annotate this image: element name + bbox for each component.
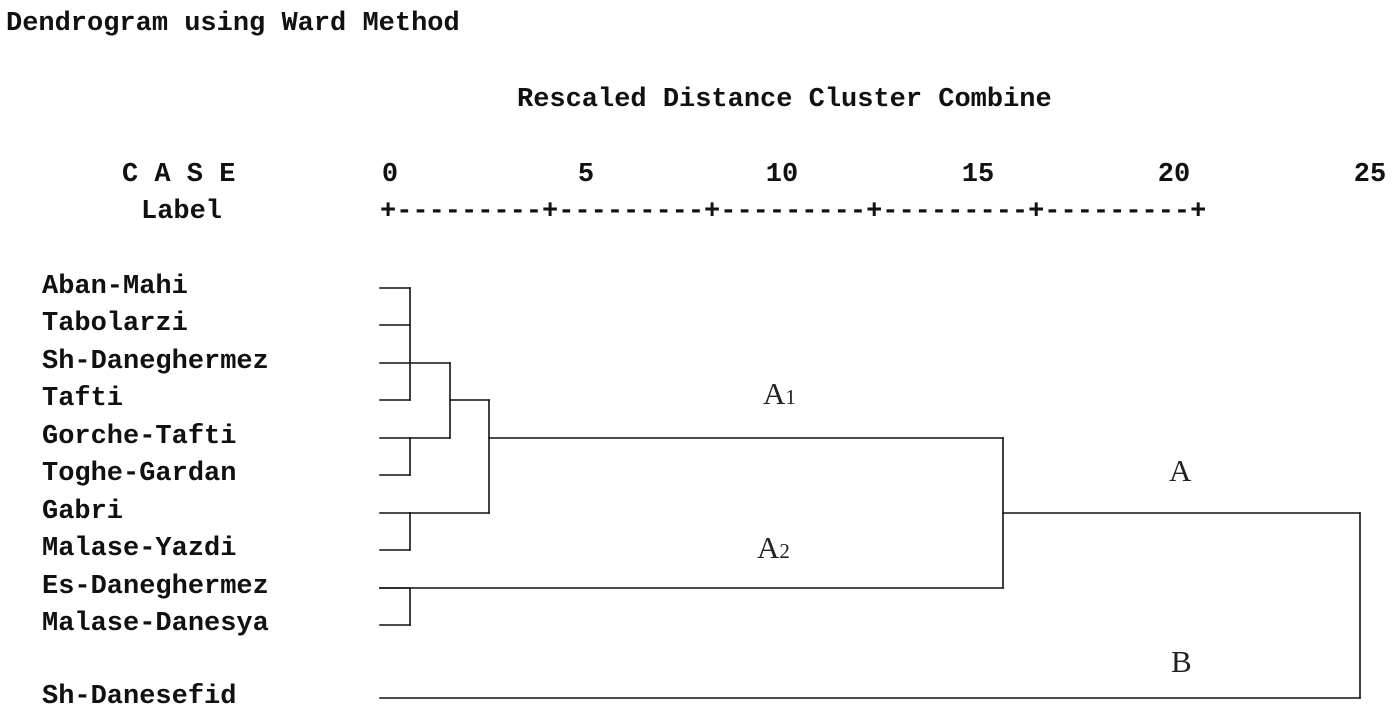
axis-title: Rescaled Distance Cluster Combine — [517, 85, 1052, 115]
case-label-sh-daneghermez: Sh-Daneghermez — [42, 347, 269, 377]
tick-label-10: 10 — [765, 160, 799, 190]
case-label-sh-danesefid: Sh-Danesefid — [42, 682, 237, 712]
group-label-b: B — [1171, 644, 1192, 679]
case-label-tabolarzi: Tabolarzi — [42, 309, 188, 339]
tick-label-0: 0 — [381, 160, 399, 190]
tick-label-20: 20 — [1157, 160, 1191, 190]
group-label-a2: A2 — [757, 530, 790, 565]
case-label-malase-danesya: Malase-Danesya — [42, 609, 269, 639]
case-label-tafti: Tafti — [42, 384, 124, 414]
case-label-toghe-gardan: Toghe-Gardan — [42, 459, 237, 489]
case-label-gorche-tafti: Gorche-Tafti — [42, 422, 237, 452]
scale-ruler: +---------+---------+---------+---------… — [380, 197, 1207, 227]
tick-label-15: 15 — [961, 160, 995, 190]
case-header: C A S E — [122, 160, 236, 190]
case-label-es-daneghermez: Es-Daneghermez — [42, 572, 269, 602]
chart-title: Dendrogram using Ward Method — [6, 9, 460, 39]
group-label-a1: A1 — [763, 376, 796, 411]
case-label-gabri: Gabri — [42, 497, 124, 527]
group-label-a: A — [1169, 453, 1192, 488]
case-label-malase-yazdi: Malase-Yazdi — [42, 534, 237, 564]
tick-label-5: 5 — [577, 160, 595, 190]
case-label-aban-mahi: Aban-Mahi — [42, 272, 188, 302]
label-header: Label — [141, 197, 223, 227]
tick-label-25: 25 — [1353, 160, 1387, 190]
